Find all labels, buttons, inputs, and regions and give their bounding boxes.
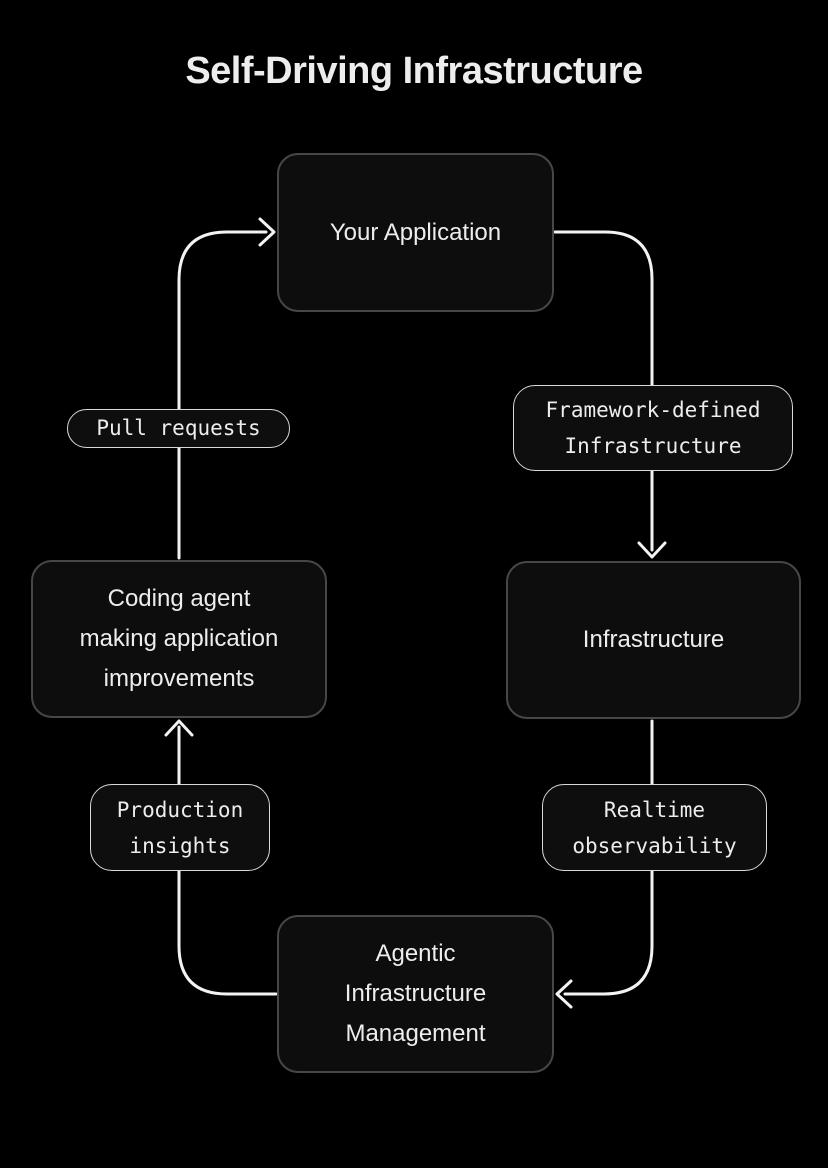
edge-label-realtime-observability: Realtime observability — [542, 784, 767, 871]
edge-label-production-insights: Production insights — [90, 784, 270, 871]
diagram-title: Self-Driving Infrastructure — [185, 50, 643, 92]
node-coding-agent: Coding agent making application improvem… — [31, 560, 327, 718]
node-agentic-label-line3: Management — [345, 1020, 486, 1047]
node-coding-agent-label-line1: Coding agent — [107, 585, 251, 612]
edge-label-realtime-line2: observability — [572, 833, 737, 858]
edge-label-production-line1: Production — [116, 797, 244, 822]
node-infrastructure: Infrastructure — [506, 561, 801, 719]
edge-label-realtime-line1: Realtime — [603, 797, 706, 822]
arrowhead-into-coding-agent — [164, 719, 194, 737]
connector-infrastructure-to-agentic-management — [563, 719, 654, 996]
edge-label-framework-line1: Framework-defined — [545, 398, 761, 422]
edge-label-production-line2: insights — [129, 833, 231, 858]
node-coding-agent-label-line2: making application — [79, 625, 279, 652]
node-coding-agent-label-line3: improvements — [103, 665, 255, 692]
arrowhead-into-your-application — [258, 217, 276, 247]
node-agentic-infrastructure-management: Agentic Infrastructure Management — [277, 915, 554, 1073]
connector-agentic-management-to-coding-agent — [177, 725, 278, 996]
node-infrastructure-label: Infrastructure — [582, 626, 725, 653]
edge-label-framework-defined-infrastructure: Framework-defined Infrastructure — [513, 385, 793, 471]
edge-label-pull-requests: Pull requests — [67, 409, 290, 448]
arrowhead-into-agentic-management — [555, 979, 573, 1009]
connector-coding-agent-to-your-application — [177, 230, 268, 560]
node-agentic-label-line2: Infrastructure — [344, 980, 487, 1007]
edge-label-pull-requests-text: Pull requests — [96, 416, 261, 440]
connector-your-application-to-infrastructure — [553, 230, 654, 552]
node-your-application: Your Application — [277, 153, 554, 312]
edge-label-framework-line2: Infrastructure — [564, 434, 742, 458]
arrowhead-into-infrastructure — [637, 541, 667, 559]
node-agentic-label-line1: Agentic — [375, 940, 456, 967]
node-your-application-label: Your Application — [329, 218, 502, 246]
